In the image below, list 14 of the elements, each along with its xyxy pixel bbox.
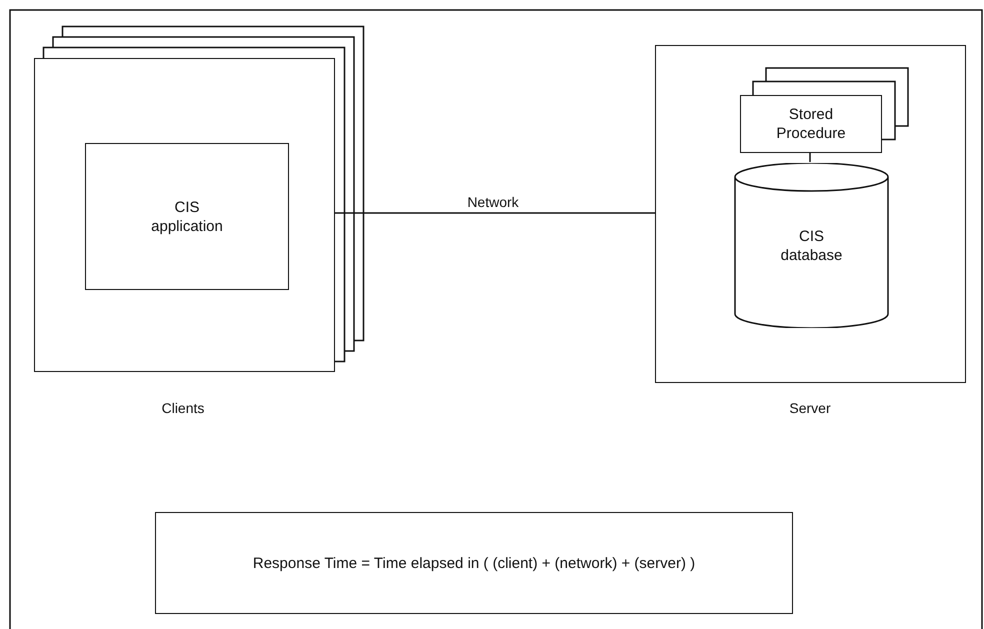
- node-label: Stored Procedure: [775, 105, 847, 143]
- box: [655, 45, 966, 383]
- connector-line: [335, 212, 655, 214]
- node-label: Clients: [162, 400, 204, 416]
- node-label: CIS database: [780, 226, 844, 264]
- database-cylinder: [734, 163, 889, 328]
- connector-line: [809, 152, 811, 162]
- formula-text: Response Time = Time elapsed in ( (client) + (network) + (server) ): [252, 554, 696, 572]
- process-box: [740, 95, 882, 153]
- node-label: CIS application: [150, 198, 224, 236]
- node-label: Server: [789, 400, 831, 416]
- box: [34, 58, 335, 372]
- process-box: [155, 512, 793, 614]
- process-box: [85, 143, 289, 290]
